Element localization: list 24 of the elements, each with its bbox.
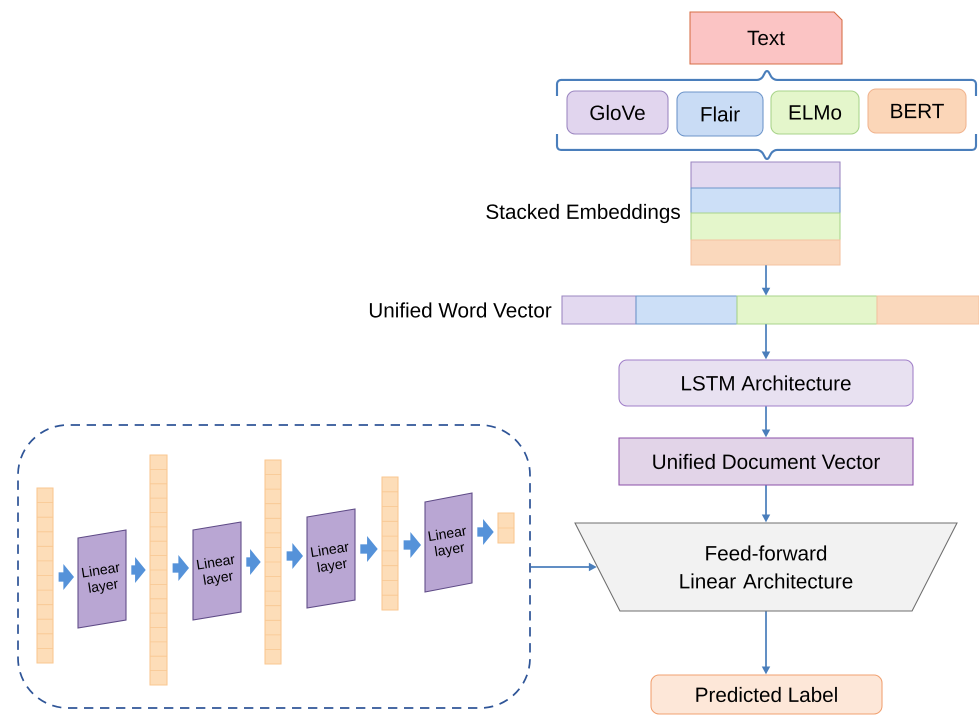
linear-layer-box: Linear layer [192,521,242,621]
brace [556,70,978,160]
word-vector-bar [561,295,979,325]
vector-column [381,476,399,611]
process-box: Predicted Label [650,674,883,715]
stacked-embeddings [690,161,841,266]
side-label: Unified Word Vector [370,302,552,318]
embedding-box: GloVe [566,90,669,135]
vector-column [149,454,168,686]
trapezoid-box: Feed-forward Linear Architecture [574,522,958,612]
embedding-box: Flair [676,91,764,137]
linear-layer-box: Linear layer [77,529,127,629]
side-label: Stacked Embeddings [486,204,680,224]
vector-column [264,459,282,665]
vector-column [497,512,515,544]
dashed-group-box [17,424,531,709]
process-box: LSTM Architecture [618,359,914,407]
process-box: Unified Document Vector [618,437,914,486]
vector-column [36,487,54,664]
embedding-box: ELMo [770,90,860,135]
text-input-box: Text [689,11,843,65]
linear-layer-box: Linear layer [424,492,473,593]
linear-layer-box: Linear layer [306,508,356,609]
embedding-box: BERT [867,88,967,134]
